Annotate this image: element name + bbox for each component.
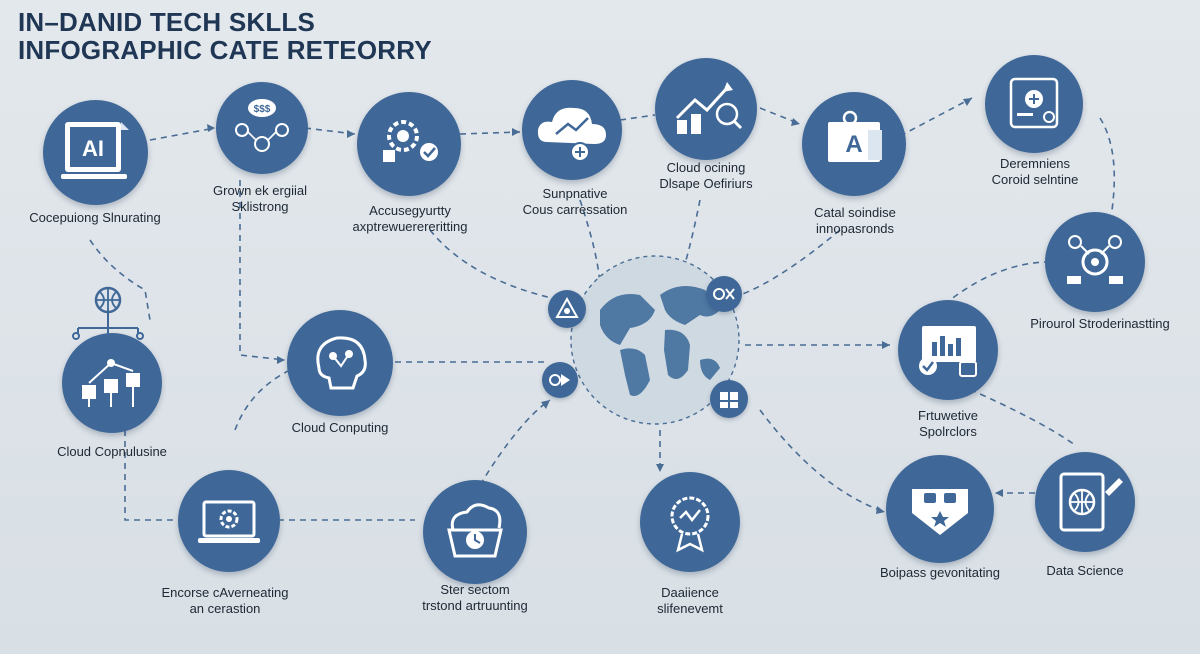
tablet-globe-icon xyxy=(1035,452,1135,552)
node-label-boipass: Boipass gevonitating xyxy=(880,565,1000,580)
svg-text:$$$: $$$ xyxy=(254,104,271,115)
flowchart-icon xyxy=(62,333,162,433)
node-label-ai: Cocepuiong Slnurating xyxy=(29,210,161,225)
title-line-2: INFOGRAPHIC CATE RETEORRY xyxy=(18,35,432,65)
chart-growth-icon xyxy=(655,58,757,160)
circuit-tablet-icon xyxy=(985,55,1083,153)
svg-text:AI: AI xyxy=(82,136,104,161)
svg-text:A: A xyxy=(845,131,862,158)
infographic-title: IN–DANID TECH SKLLS INFOGRAPHIC CATE RET… xyxy=(18,8,432,64)
gears-check-icon xyxy=(357,92,461,196)
ai-document-icon: AI xyxy=(43,100,148,205)
node-label-cloud-compusine: Cloud Copnulusine xyxy=(57,444,167,459)
shield-lock-icon xyxy=(886,455,994,563)
laptop-gear-icon xyxy=(178,470,280,572)
network-branch-lines xyxy=(72,310,144,340)
cloud-shield-icon xyxy=(423,480,527,584)
brain-circuit-icon xyxy=(287,310,393,416)
data-badge-icon xyxy=(640,472,740,572)
globe-mini-node-4 xyxy=(710,380,748,418)
node-label-pirourol: Pirourol Stroderinastting xyxy=(1030,316,1170,331)
team-network-icon: $$$ xyxy=(216,82,308,174)
globe-mini-node-2 xyxy=(706,276,742,312)
title-line-1: IN–DANID TECH SKLLS xyxy=(18,7,316,37)
globe-mini-node-3 xyxy=(542,362,578,398)
node-label-data-science: Data Science xyxy=(1046,563,1124,578)
world-globe-icon xyxy=(560,250,750,430)
node-label-cloud-computing: Cloud Conputing xyxy=(291,420,389,435)
dashboard-gears-icon xyxy=(1045,212,1145,312)
globe-mini-node-1 xyxy=(548,290,586,328)
monitor-chart-icon xyxy=(898,300,998,400)
cloud-trend-icon xyxy=(522,80,622,180)
ai-board-icon: A xyxy=(802,92,906,196)
